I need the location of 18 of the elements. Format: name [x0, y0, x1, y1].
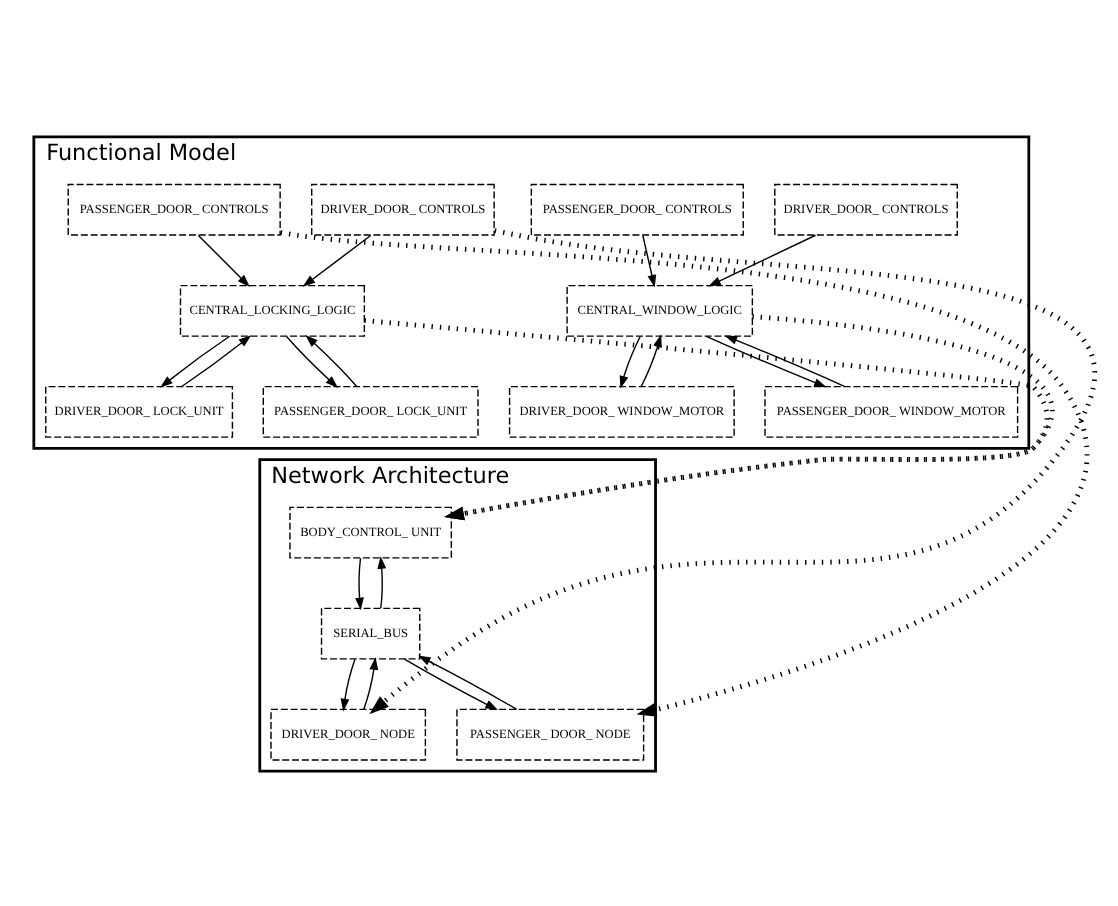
arrow [377, 555, 387, 608]
arrow [285, 334, 339, 387]
arrow [708, 233, 817, 286]
arrow [181, 334, 252, 387]
arrow [705, 334, 827, 387]
arrow [640, 333, 662, 387]
arrow [417, 654, 518, 710]
arrow [619, 334, 641, 388]
arrow [302, 233, 372, 286]
arrow [305, 334, 358, 387]
arrow [642, 233, 657, 287]
arrow [363, 656, 379, 709]
arrow [403, 657, 498, 710]
arrow [160, 334, 231, 387]
arrow [197, 233, 250, 286]
arrow [340, 657, 356, 711]
arrow [724, 334, 846, 387]
arrow [355, 556, 364, 610]
